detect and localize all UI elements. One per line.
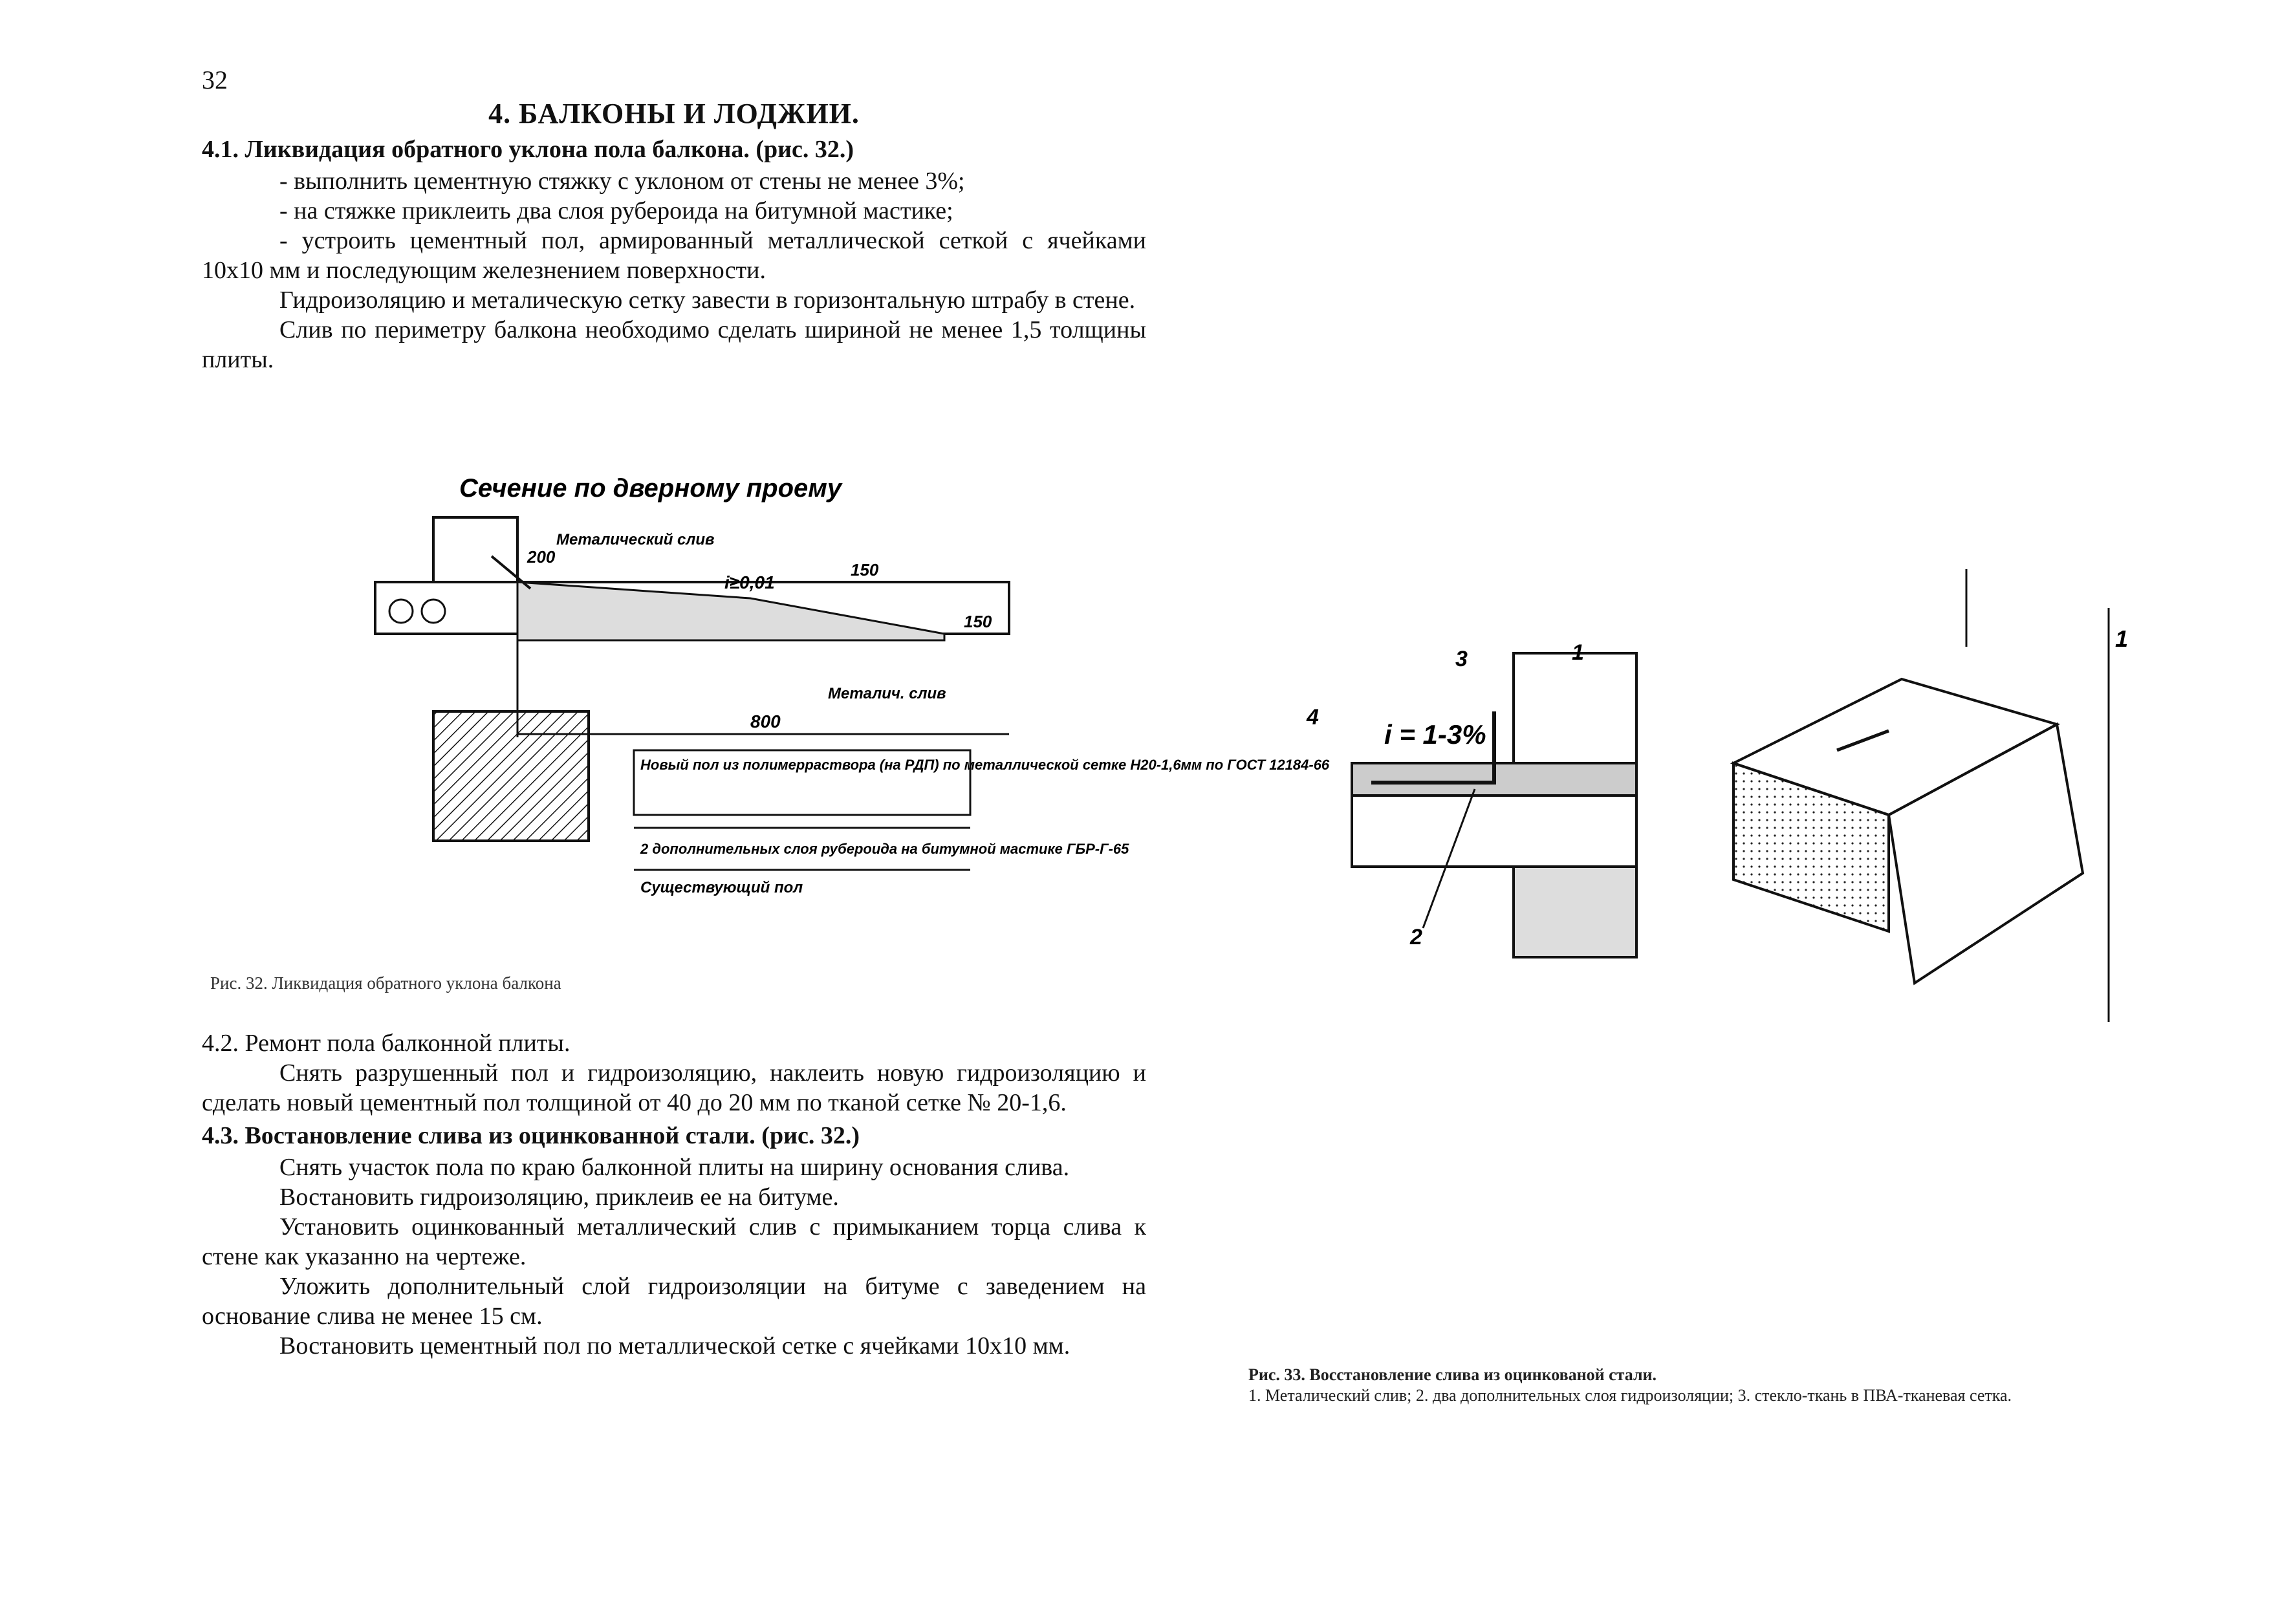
hollow-core-circle — [388, 598, 414, 624]
slope-arrow — [1836, 729, 1889, 752]
subsection-4-1-title: 4.1. Ликвидация обратного уклона пола ба… — [202, 136, 854, 163]
slab — [1351, 794, 1638, 868]
legend-box — [633, 749, 972, 816]
figure-33-caption: Рис. 33. Восстановление слива из оцинков… — [1248, 1365, 2193, 1406]
paragraph: Востановить гидроизоляцию, приклеив ее н… — [279, 1184, 839, 1211]
new-floor-layer — [516, 581, 946, 642]
leader-line — [1422, 788, 1476, 929]
label-3: 3 — [1455, 647, 1468, 671]
label-1: 1 — [1572, 640, 1584, 665]
paragraph: Уложить дополнительный слой гидроизоляци… — [202, 1273, 1146, 1330]
hollow-core-circle — [420, 598, 446, 624]
slab-front — [1732, 761, 1890, 933]
dim-800: 800 — [750, 711, 781, 731]
legend-text-1: Новый пол из полимерраствора (на РДП) по… — [640, 757, 1330, 773]
figure-33-section: i = 1-3% 3 4 1 2 — [1294, 634, 1656, 996]
paragraph: Снять участок пола по краю балконной пли… — [279, 1154, 1070, 1181]
list-item: - устроить цементный пол, армированный м… — [202, 227, 1146, 284]
list-item: - на стяжке приклеить два слоя рубероида… — [279, 197, 953, 224]
text-lower: 4.2. Ремонт пола балконной плиты. Снять … — [202, 1028, 1146, 1361]
figure-heading: Сечение по дверному проему — [459, 474, 843, 503]
text-upper: 4. БАЛКОНЫ И ЛОДЖИИ. 4.1. Ликвидация обр… — [202, 97, 1146, 374]
dim-150: 150 — [851, 560, 879, 579]
paragraph: Установить оцинкованный металлический сл… — [202, 1213, 1146, 1270]
label-slope: i≥0,01 — [724, 572, 775, 592]
wall-lower — [1512, 865, 1638, 958]
legend-2: 2 дополнительных слоя рубероида на битум… — [640, 841, 1129, 857]
wall-lower — [432, 710, 590, 842]
page-number: 32 — [202, 65, 228, 94]
dim-150: 150 — [964, 612, 992, 631]
sliv-face — [1887, 722, 2085, 986]
section-title: 4. БАЛКОНЫ И ЛОДЖИИ. — [488, 98, 860, 129]
dim-200: 200 — [527, 547, 556, 567]
caption-text: 1. Металический слив; 2. два дополнитель… — [1248, 1386, 2012, 1405]
metal-sliv-line — [490, 555, 532, 590]
label-slope: i = 1-3% — [1384, 719, 1486, 750]
figure-33-axonometric: 1 — [1695, 569, 2147, 1041]
legend-3: Существующий пол — [640, 879, 803, 896]
legend-1: Новый пол из полимерраствора (на РДП) по… — [640, 757, 1330, 773]
list-item: - выполнить цементную стяжку с уклоном о… — [279, 168, 965, 195]
subsection-4-2-title: 4.2. Ремонт пола балконной плиты. — [202, 1030, 570, 1057]
label-4: 4 — [1306, 705, 1319, 730]
paragraph: Снять разрушенный пол и гидроизоляцию, н… — [202, 1059, 1146, 1116]
metal-sliv-profile — [1371, 711, 1496, 785]
label-1: 1 — [2115, 625, 2128, 652]
wall-block — [432, 516, 519, 583]
subsection-4-3-title: 4.3. Востановление слива из оцинкованной… — [202, 1122, 860, 1149]
paragraph: Гидроизоляцию и металическую сетку завес… — [279, 287, 1136, 314]
figure-32-section-drawing: Сечение по дверному проему 200 Металичес… — [362, 466, 1330, 918]
figure-32-caption: Рис. 32. Ликвидация обратного уклона бал… — [210, 973, 561, 993]
caption-title: Рис. 33. Восстановление слива из оцинков… — [1248, 1365, 1657, 1384]
label-metal-sliv-2: Металич. слив — [828, 685, 946, 702]
label-2: 2 — [1409, 925, 1422, 949]
paragraph: Востановить цементный пол по металлическ… — [279, 1332, 1070, 1359]
paragraph: Слив по периметру балкона необходимо сде… — [202, 316, 1146, 373]
label-metal-sliv: Металический слив — [556, 531, 714, 548]
